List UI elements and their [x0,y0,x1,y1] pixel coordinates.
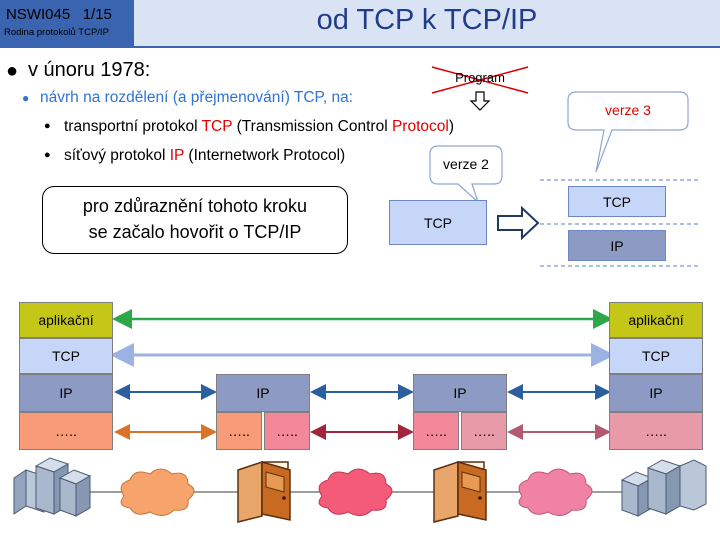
bullet-dot: ● [44,120,51,132]
bullet-tcp: transportní protokol TCP (Transmission C… [64,118,454,136]
bullet-tcp-acronym: TCP [201,118,233,135]
router-door-icon [237,460,291,523]
header-bar [134,0,720,46]
speech-bubble-v3 [567,91,689,173]
crossed-program-label: Program [455,70,505,85]
router2-link-left: ….. [413,412,459,450]
router-door-icon [433,460,487,523]
right-app-layer: aplikační [609,302,703,338]
bullet-tcp-pre: transportní protokol [64,118,202,135]
right-ip-layer: IP [609,374,703,412]
left-tcp-layer: TCP [19,338,113,374]
bullet-tcp-mid: (Transmission Control [232,118,392,135]
slide-title: od TCP k TCP/IP [316,4,538,36]
left-link-layer: ….. [19,412,113,450]
bullet-dot: ● [44,149,51,161]
tcp-v2-box: TCP [389,200,487,245]
router1-ip-layer: IP [216,374,310,412]
router1-link-left: ….. [216,412,262,450]
network-cloud-icon [518,468,593,516]
header-divider [0,46,720,48]
strike-line-2 [431,66,529,94]
left-ip-layer: IP [19,374,113,412]
version-3-label: verze 3 [605,102,651,118]
right-computer-icon [620,459,707,517]
left-app-layer: aplikační [19,302,113,338]
right-link-layer: ….. [609,412,703,450]
bullet-proposal: návrh na rozdělení (a přejmenování) TCP,… [40,89,354,106]
course-code: NSWI045 1/15 [6,6,112,23]
left-computer-icon [13,457,92,517]
down-arrow-icon [469,91,491,111]
ip-v3-box: IP [568,230,666,261]
bullet-dot: ● [22,91,30,105]
network-cloud-icon [120,468,195,516]
bullet-ip-post: (Internetwork Protocol) [184,147,346,164]
bullet-tcp-protocol: Protocol [391,118,449,135]
right-tcp-layer: TCP [609,338,703,374]
callout-line-1: pro zdůraznění tohoto kroku [82,196,308,216]
callout-line-2: se začalo hovořit o TCP/IP [88,222,302,242]
course-subtitle: Rodina protokolů TCP/IP [4,27,109,38]
bullet-ip: síťový protokol IP (Internetwork Protoco… [64,147,345,165]
bullet-dot: ● [6,60,19,82]
emphasis-callout: pro zdůraznění tohoto kroku se začalo ho… [42,186,348,254]
router2-link-right: ….. [461,412,507,450]
bullet-date: v únoru 1978: [28,59,151,81]
version-2-label: verze 2 [443,156,489,172]
router2-ip-layer: IP [413,374,507,412]
bullet-tcp-post: ) [448,118,454,135]
network-cloud-icon [318,468,393,516]
bullet-ip-acronym: IP [169,147,185,164]
bullet-ip-pre: síťový protokol [64,147,170,164]
speech-bubble-v2 [429,145,503,204]
header-badge [0,0,134,46]
right-arrow-icon [497,205,540,241]
tcp-v3-box: TCP [568,186,666,217]
router1-link-right: ….. [264,412,310,450]
